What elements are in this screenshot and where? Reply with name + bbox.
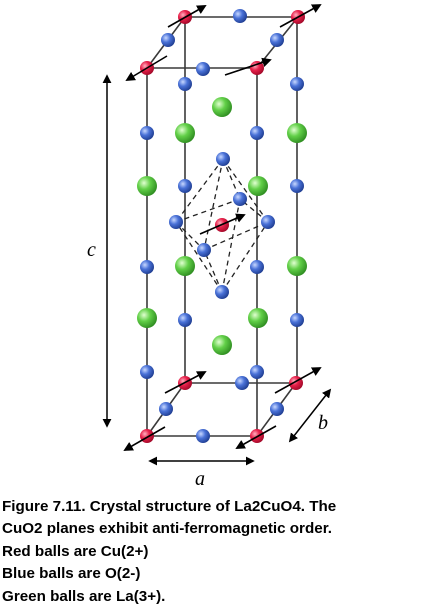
spin-arrow — [279, 4, 322, 28]
la-atom — [175, 256, 195, 276]
a-axis-label: a — [195, 468, 205, 490]
spin-arrow — [125, 55, 168, 81]
o-atom — [178, 313, 192, 327]
figure-caption: Figure 7.11. Crystal structure of La2CuO… — [2, 496, 432, 608]
o-atom — [250, 260, 264, 274]
c-axis-label: c — [87, 239, 96, 261]
spin-arrow — [123, 426, 166, 451]
o-atom — [270, 402, 284, 416]
o-atom — [215, 285, 229, 299]
la-atom — [137, 176, 157, 196]
o-atom — [196, 429, 210, 443]
b-axis-label: b — [318, 412, 328, 434]
spin-arrow — [164, 371, 207, 394]
la-atom — [212, 97, 232, 117]
spin-arrows — [123, 4, 322, 451]
cuo6-octahedron — [175, 158, 269, 293]
spin-arrow — [274, 367, 322, 394]
b-axis-arrow — [288, 388, 332, 443]
o-atom — [216, 152, 230, 166]
la-atom — [175, 123, 195, 143]
o-atom — [233, 9, 247, 23]
o-atom — [250, 365, 264, 379]
copper-atoms — [140, 10, 305, 443]
o-atom — [233, 192, 247, 206]
spin-arrow — [199, 213, 246, 235]
o-atom — [140, 126, 154, 140]
spin-arrow — [235, 425, 277, 449]
o-atom — [197, 243, 211, 257]
lattice-axes — [102, 74, 332, 466]
spin-arrow — [167, 5, 207, 28]
o-atom — [270, 33, 284, 47]
cu-atom — [250, 61, 264, 75]
la-atom — [287, 256, 307, 276]
caption-line: CuO2 planes exhibit anti-ferromagnetic o… — [2, 520, 332, 538]
o-atom — [161, 33, 175, 47]
la-atom — [248, 308, 268, 328]
o-atom — [235, 376, 249, 390]
o-atom — [196, 62, 210, 76]
o-atom — [140, 365, 154, 379]
o-atom — [159, 402, 173, 416]
o-atom — [290, 313, 304, 327]
spin-arrow — [224, 57, 272, 76]
caption-line: Green balls are La(3+). — [2, 587, 166, 605]
caption-line: Red balls are Cu(2+) — [2, 542, 149, 560]
la-atom — [137, 308, 157, 328]
caption-line: Blue balls are O(2-) — [2, 565, 141, 583]
la-atom — [287, 123, 307, 143]
lanthanum-atoms — [137, 97, 307, 355]
o-atom — [169, 215, 183, 229]
crystal-structure-diagram: c a b — [87, 4, 332, 490]
o-atom — [178, 77, 192, 91]
o-atom — [250, 126, 264, 140]
o-atom — [290, 77, 304, 91]
o-atom — [178, 179, 192, 193]
la-atom — [212, 335, 232, 355]
o-atom — [140, 260, 154, 274]
la-atom — [248, 176, 268, 196]
oxygen-atoms — [140, 9, 304, 443]
caption-line: Figure 7.11. Crystal structure of La2CuO… — [2, 498, 337, 515]
o-atom — [290, 179, 304, 193]
o-atom — [261, 215, 275, 229]
